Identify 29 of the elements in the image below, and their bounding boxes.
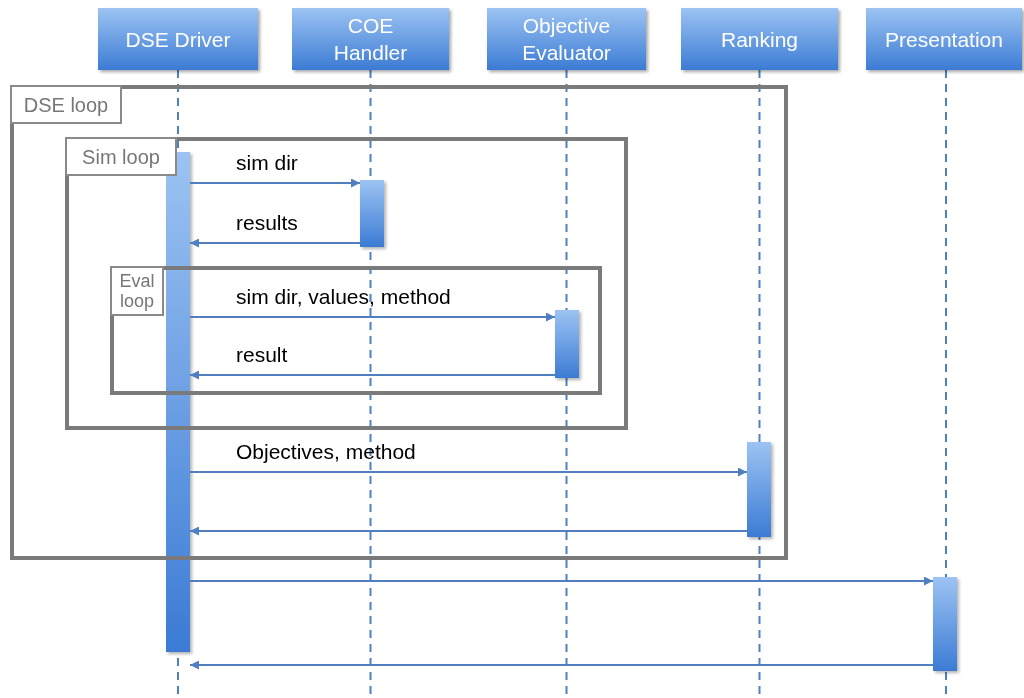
activation-bar bbox=[747, 442, 771, 537]
message-arrow bbox=[189, 526, 748, 536]
message-arrow bbox=[189, 312, 556, 322]
frame-label: Eval loop bbox=[110, 266, 164, 316]
loop-frame bbox=[65, 137, 628, 430]
participant-box: Objective Evaluator bbox=[487, 8, 646, 70]
message-arrow bbox=[189, 178, 361, 188]
participant-box: Presentation bbox=[866, 8, 1022, 70]
loop-frame bbox=[110, 266, 602, 395]
participant-box: DSE Driver bbox=[98, 8, 258, 70]
message-arrow bbox=[189, 467, 748, 477]
participant-box: COE Handler bbox=[292, 8, 449, 70]
activation-bar bbox=[360, 180, 384, 247]
activation-bar bbox=[166, 152, 190, 652]
loop-frame bbox=[10, 85, 788, 560]
edge-label: result bbox=[236, 342, 288, 368]
message-arrow bbox=[189, 576, 934, 586]
activation-bar bbox=[933, 577, 957, 671]
activation-bar bbox=[555, 310, 579, 378]
frame-label: DSE loop bbox=[10, 85, 122, 124]
participant-box: Ranking bbox=[681, 8, 838, 70]
edge-label: Objectives, method bbox=[236, 439, 416, 465]
frame-label: Sim loop bbox=[65, 137, 177, 176]
edge-label: sim dir, values, method bbox=[236, 284, 451, 310]
message-arrow bbox=[189, 660, 934, 670]
edge-label: sim dir bbox=[236, 150, 298, 176]
edge-label: results bbox=[236, 210, 298, 236]
message-arrow bbox=[189, 238, 361, 248]
message-arrow bbox=[189, 370, 556, 380]
